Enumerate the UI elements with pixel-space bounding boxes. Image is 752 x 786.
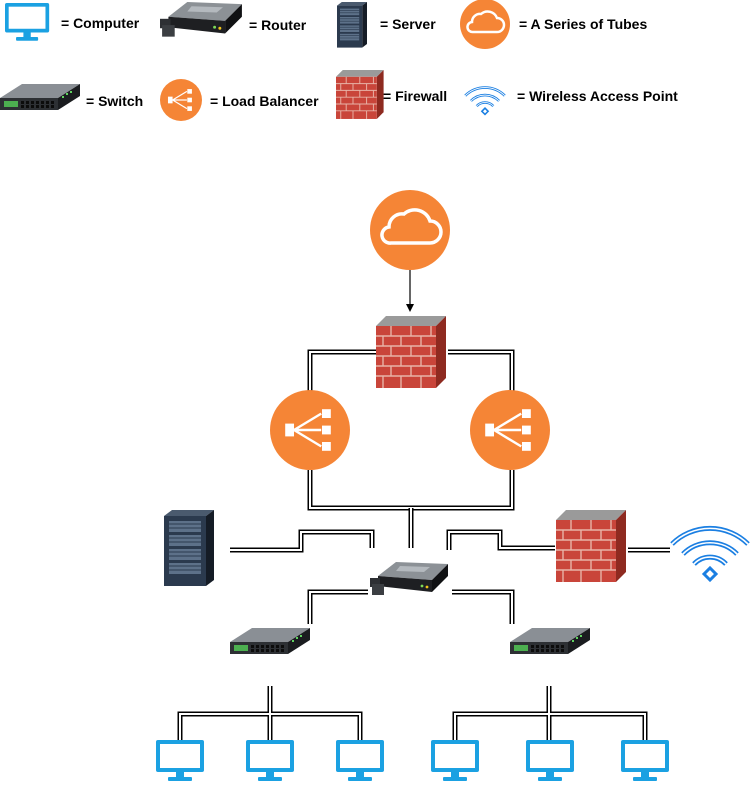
switch-icon <box>510 628 590 654</box>
server-icon <box>336 1 368 48</box>
router-icon <box>160 2 242 37</box>
legend-wireless-label: = Wireless Access Point <box>517 88 678 104</box>
legend-cloud: = A Series of Tubes <box>460 0 647 49</box>
firewall-icon <box>555 509 627 583</box>
connections <box>177 270 670 740</box>
switch-icon <box>0 84 80 110</box>
cloud-icon <box>370 190 450 270</box>
switch-icon <box>230 628 310 654</box>
arrow-head <box>406 304 414 312</box>
legend-computer-label: = Computer <box>61 15 140 31</box>
legend-wireless: = Wireless Access Point <box>463 86 678 116</box>
computer-icon <box>431 740 479 781</box>
internet-cloud <box>370 190 450 270</box>
computer-icon <box>336 740 384 781</box>
legend-load-balancer: = Load Balancer <box>160 79 319 121</box>
load-balancer-left <box>270 390 350 470</box>
legend: = Computer = Router = Server = A Series … <box>0 0 678 121</box>
load-balancer-icon <box>160 79 202 121</box>
firewall-icon <box>375 315 447 389</box>
legend-cloud-label: = A Series of Tubes <box>519 16 647 32</box>
computer-icon <box>526 740 574 781</box>
legend-firewall-label: = Firewall <box>383 88 447 104</box>
legend-server: = Server <box>336 1 436 48</box>
legend-computer: = Computer <box>5 3 140 41</box>
legend-server-label: = Server <box>380 16 436 32</box>
pipe-links <box>177 349 670 740</box>
computer-icon <box>246 740 294 781</box>
legend-router: = Router <box>160 2 307 37</box>
legend-router-label: = Router <box>249 17 307 33</box>
computer-icon <box>156 740 204 781</box>
cloud-icon <box>460 0 510 49</box>
firewall-icon <box>335 69 385 120</box>
computer-icon <box>621 740 669 781</box>
computer-icon <box>5 3 50 41</box>
router-icon <box>370 562 448 595</box>
load-balancer-right <box>470 390 550 470</box>
legend-switch-label: = Switch <box>86 93 143 109</box>
server-icon <box>163 509 215 587</box>
wifi-icon <box>672 528 748 580</box>
wifi-icon <box>463 86 507 116</box>
legend-switch: = Switch <box>0 84 143 110</box>
legend-firewall: = Firewall <box>335 69 447 120</box>
legend-load-balancer-label: = Load Balancer <box>210 93 319 109</box>
network-nodes <box>156 190 748 781</box>
